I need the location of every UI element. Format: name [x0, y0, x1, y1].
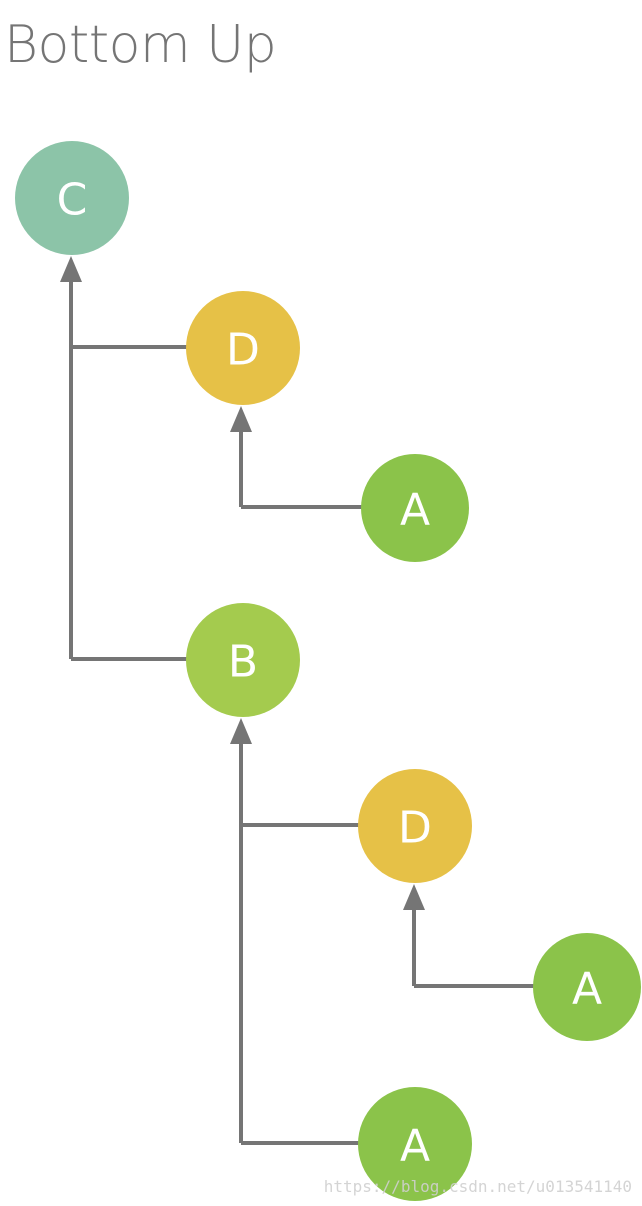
node-b: B [186, 603, 300, 717]
watermark: https://blog.csdn.net/u013541140 [323, 1177, 632, 1196]
node-a3: A [358, 1087, 472, 1201]
page-title: Bottom Up [4, 15, 277, 75]
node-a1-label: A [400, 485, 430, 536]
node-c: C [15, 141, 129, 255]
arrow-head-to-c [60, 256, 82, 282]
node-d1: D [186, 291, 300, 405]
node-b-label: B [228, 637, 258, 688]
node-a2-circle [533, 933, 641, 1041]
edges [60, 256, 537, 1145]
arrow-head-to-d1 [230, 406, 252, 432]
node-d1-circle [186, 291, 300, 405]
node-a1-circle [361, 454, 469, 562]
arrow-head-to-b [230, 718, 252, 744]
node-d2-label: D [398, 803, 432, 854]
node-d2: D [358, 769, 472, 883]
node-a3-label: A [400, 1121, 430, 1172]
node-b-circle [186, 603, 300, 717]
node-a2-label: A [572, 964, 602, 1015]
node-c-label: C [57, 175, 88, 226]
node-d1-label: D [226, 325, 260, 376]
node-a3-circle [358, 1087, 472, 1201]
node-c-circle [15, 141, 129, 255]
node-d2-circle [358, 769, 472, 883]
node-a1: A [361, 454, 469, 562]
arrow-head-to-d2 [403, 884, 425, 910]
node-a2: A [533, 933, 641, 1041]
